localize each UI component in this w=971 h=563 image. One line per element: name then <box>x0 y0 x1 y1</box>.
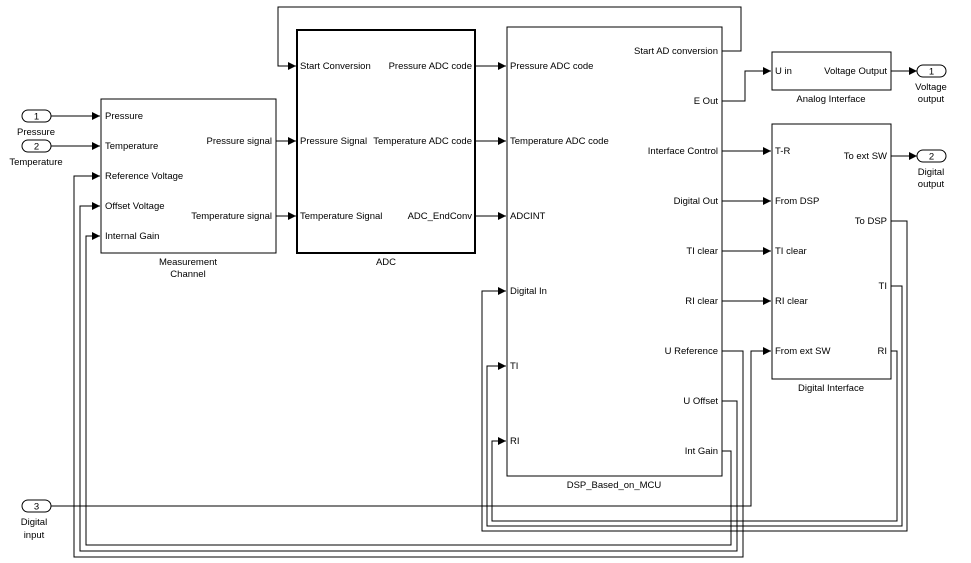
digital-out-to-dsp: To DSP <box>855 216 887 227</box>
adc-out-temperature-adc-code: Temperature ADC code <box>373 136 472 147</box>
measurement-title-line1: Measurement <box>159 257 217 268</box>
inport-temperature-label: Temperature <box>9 157 62 168</box>
digital-out-ri: RI <box>878 346 888 357</box>
dsp-out-interface-control: Interface Control <box>648 146 718 157</box>
digital-in-from-dsp: From DSP <box>775 196 819 207</box>
dsp-out-u-reference: U Reference <box>665 346 718 357</box>
block-analog-interface[interactable]: U in Voltage Output <box>771 51 892 91</box>
dsp-out-start-ad-conversion: Start AD conversion <box>634 46 718 57</box>
block-adc[interactable]: Start Conversion Pressure Signal Tempera… <box>296 29 476 254</box>
digital-out-ti: TI <box>879 281 887 292</box>
dsp-out-e-out: E Out <box>694 96 719 107</box>
inport-digital-input[interactable]: 3 Digital input <box>21 499 52 541</box>
signal-lines <box>51 6 917 558</box>
dsp-in-adcint: ADCINT <box>510 211 546 222</box>
wire-ti[interactable] <box>486 285 903 527</box>
inport-temperature[interactable]: 2 Temperature <box>9 139 63 168</box>
digital-out-to-ext-sw: To ext SW <box>844 151 887 162</box>
digital-in-from-ext-sw: From ext SW <box>775 346 830 357</box>
outport-voltage-label-line2: output <box>918 94 945 105</box>
inport-digital-number: 3 <box>34 502 39 513</box>
dsp-in-pressure-adc-code: Pressure ADC code <box>510 61 593 72</box>
inport-pressure-number: 1 <box>34 112 39 123</box>
dsp-out-ti-clear: TI clear <box>686 246 718 257</box>
digital-in-t-r: T-R <box>775 146 790 157</box>
wire-int-gain[interactable] <box>85 232 732 546</box>
dsp-out-u-offset: U Offset <box>683 396 718 407</box>
measurement-in-reference-voltage: Reference Voltage <box>105 171 183 182</box>
adc-in-temperature-signal: Temperature Signal <box>300 211 382 222</box>
inport-digital-label-line1: Digital <box>21 517 47 528</box>
inport-temperature-number: 2 <box>34 142 39 153</box>
digital-in-ri-clear: RI clear <box>775 296 808 307</box>
adc-in-start-conversion: Start Conversion <box>300 61 371 72</box>
wire-u-reference[interactable] <box>73 172 744 558</box>
wire-start-conversion[interactable] <box>277 6 742 70</box>
dsp-out-digital-out: Digital Out <box>674 196 719 207</box>
wire-ri[interactable] <box>491 350 898 522</box>
analog-title: Analog Interface <box>796 94 865 105</box>
analog-out-voltage-output: Voltage Output <box>824 66 887 77</box>
dsp-title: DSP_Based_on_MCU <box>567 480 662 491</box>
block-dsp-based-on-mcu[interactable]: Pressure ADC code Temperature ADC code A… <box>506 26 723 477</box>
outport-voltage-number: 1 <box>929 67 934 78</box>
measurement-in-pressure: Pressure <box>105 111 143 122</box>
wire-e-out[interactable] <box>722 67 771 102</box>
dsp-out-ri-clear: RI clear <box>685 296 718 307</box>
outport-voltage-label-line1: Voltage <box>915 82 947 93</box>
outport-voltage-output[interactable]: 1 Voltage output <box>915 64 947 105</box>
measurement-out-temperature-signal: Temperature signal <box>191 211 272 222</box>
dsp-in-temperature-adc-code: Temperature ADC code <box>510 136 609 147</box>
dsp-in-ri: RI <box>510 436 520 447</box>
dsp-in-ti: TI <box>510 361 518 372</box>
inport-digital-label-line2: input <box>24 530 45 541</box>
adc-out-pressure-adc-code: Pressure ADC code <box>389 61 472 72</box>
measurement-in-internal-gain: Internal Gain <box>105 231 159 242</box>
adc-in-pressure-signal: Pressure Signal <box>300 136 367 147</box>
measurement-title-line2: Channel <box>170 269 205 280</box>
outport-digital-label-line2: output <box>918 179 945 190</box>
adc-title: ADC <box>376 257 396 268</box>
measurement-in-offset-voltage: Offset Voltage <box>105 201 165 212</box>
dsp-out-int-gain: Int Gain <box>685 446 718 457</box>
block-measurement-channel[interactable]: Pressure Temperature Reference Voltage O… <box>100 98 277 254</box>
wire-digital-input[interactable] <box>51 347 771 507</box>
analog-in-u-in: U in <box>775 66 792 77</box>
measurement-out-pressure-signal: Pressure signal <box>207 136 272 147</box>
adc-out-adc-endconv: ADC_EndConv <box>408 211 473 222</box>
digital-in-ti-clear: TI clear <box>775 246 807 257</box>
measurement-in-temperature: Temperature <box>105 141 158 152</box>
block-digital-interface[interactable]: T-R From DSP TI clear RI clear From ext … <box>771 123 892 380</box>
outport-digital-output[interactable]: 2 Digital output <box>916 149 947 190</box>
wire-to-dsp[interactable] <box>481 220 908 532</box>
wire-u-offset[interactable] <box>79 202 738 552</box>
inport-pressure[interactable]: 1 Pressure <box>17 109 55 138</box>
digital-title: Digital Interface <box>798 383 864 394</box>
outport-digital-label-line1: Digital <box>918 167 944 178</box>
inport-pressure-label: Pressure <box>17 127 55 138</box>
dsp-in-digital-in: Digital In <box>510 286 547 297</box>
outport-digital-number: 2 <box>929 152 934 163</box>
